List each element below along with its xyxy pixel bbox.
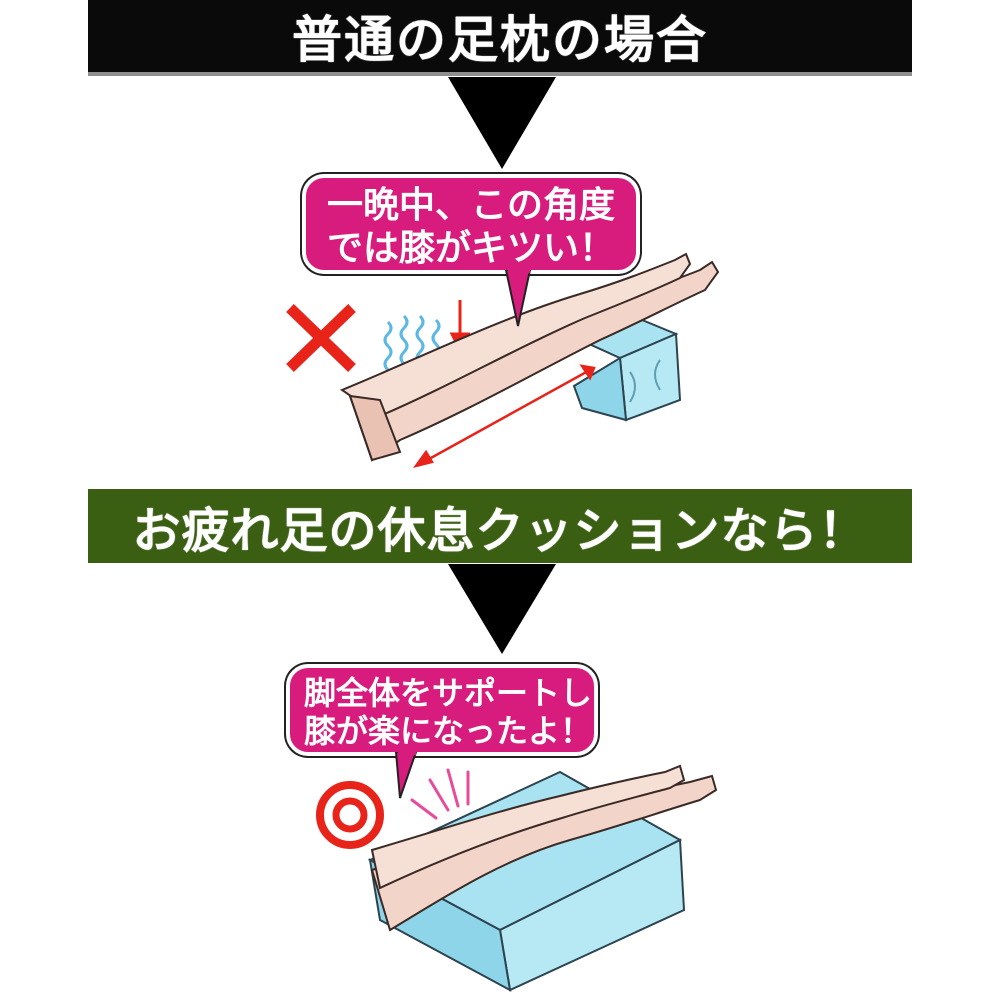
ordinary-pillow: [529, 294, 682, 422]
double-circle-mark: [316, 781, 384, 849]
middle-banner: お疲れ足の休息クッションなら！: [88, 489, 912, 563]
leg-length-arrow: [413, 364, 596, 469]
bubble-bottom-line2: 膝が楽になったよ！: [304, 712, 593, 751]
speech-bubble-bottom-tail: [394, 752, 418, 799]
top-banner-text: 普通の足枕の場合: [292, 11, 708, 69]
middle-banner-text: お疲れ足の休息クッションなら！: [132, 503, 868, 559]
rest-cushion-scene: [316, 764, 718, 992]
down-arrow-bottom: [448, 564, 556, 654]
speech-bubble-bottom: 脚全体をサポートし 膝が楽になったよ！: [286, 664, 598, 756]
speech-bubble-top: 一晩中、この角度 では膝がキツい！: [302, 174, 640, 274]
knee-pressure-arrow: [449, 300, 471, 354]
bubble-top-line1: 一晩中、この角度: [326, 185, 615, 226]
top-banner: 普通の足枕の場合: [88, 0, 912, 76]
bubble-top-line2: では膝がキツい！: [326, 228, 615, 270]
speech-bubble-top-tail: [504, 270, 532, 327]
bubble-bottom-line1: 脚全体をサポートし: [304, 674, 593, 712]
rest-cushion: [367, 770, 686, 992]
legs-bottom: [370, 764, 718, 932]
cross-mark: [286, 304, 356, 372]
tension-lines: [383, 314, 441, 378]
down-arrow-top: [448, 77, 556, 169]
